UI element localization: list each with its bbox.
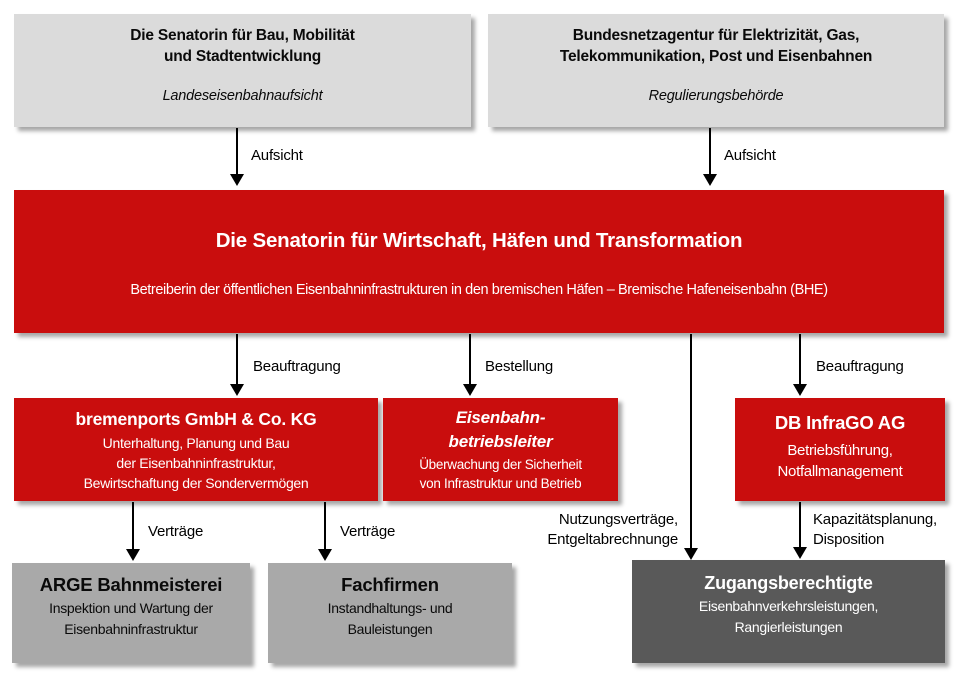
node-body: Betriebsführung, Notfallmanagement xyxy=(777,442,903,480)
node-arge-bahnmeisterei: ARGE Bahnmeisterei Inspektion und Wartun… xyxy=(12,563,250,663)
edge-label-aufsicht-right: Aufsicht xyxy=(724,147,776,164)
edge-label-beauftragung-right: Beauftragung xyxy=(816,358,904,375)
node-senatorin-bau: Die Senatorin für Bau, Mobilität und Sta… xyxy=(14,14,471,127)
node-body: Inspektion und Wartung der Eisenbahninfr… xyxy=(49,600,213,637)
edge-label-aufsicht-left: Aufsicht xyxy=(251,147,303,164)
node-title: Eisenbahn- betriebsleiter xyxy=(448,408,553,451)
node-title: Die Senatorin für Wirtschaft, Häfen und … xyxy=(215,229,743,252)
node-title: Die Senatorin für Bau, Mobilität und Sta… xyxy=(130,27,355,65)
node-body: Unterhaltung, Planung und Bau der Eisenb… xyxy=(83,435,309,491)
node-body: Überwachung der Sicherheit von Infrastru… xyxy=(419,457,582,491)
node-zugangsberechtigte: Zugangsberechtigte Eisenbahnverkehrsleis… xyxy=(632,560,945,663)
node-fachfirmen: Fachfirmen Instandhaltungs- und Bauleist… xyxy=(268,563,512,663)
node-title: bremenports GmbH & Co. KG xyxy=(75,409,317,429)
node-subtitle: Betreiberin der öffentlichen Eisenbahnin… xyxy=(130,282,828,298)
edge-label-beauftragung-left: Beauftragung xyxy=(253,358,341,375)
edge-label-kapazitaetsplanung: Kapazitätsplanung, Disposition xyxy=(813,511,937,548)
node-title: DB InfraGO AG xyxy=(774,412,906,433)
node-bremenports: bremenports GmbH & Co. KG Unterhaltung, … xyxy=(14,398,378,501)
edge-label-bestellung: Bestellung xyxy=(485,358,554,375)
node-body: Instandhaltungs- und Bauleistungen xyxy=(327,600,453,637)
node-subtitle: Regulierungsbehörde xyxy=(648,88,784,104)
node-senatorin-wirtschaft: Die Senatorin für Wirtschaft, Häfen und … xyxy=(14,190,944,333)
node-title: ARGE Bahnmeisterei xyxy=(39,574,223,595)
node-title: Bundesnetzagentur für Elektrizität, Gas,… xyxy=(559,27,873,65)
node-title: Fachfirmen xyxy=(341,574,439,595)
edge-label-nutzungsvertraege: Nutzungsverträge, Entgeltabrechnunge xyxy=(547,511,678,548)
node-title: Zugangsberechtigte xyxy=(704,573,873,593)
node-eisenbahnbetriebsleiter: Eisenbahn- betriebsleiter Überwachung de… xyxy=(383,398,618,501)
edge-label-vertraege-right: Verträge xyxy=(340,523,396,540)
edge-label-vertraege-left: Verträge xyxy=(148,523,204,540)
node-subtitle: Landeseisenbahnaufsicht xyxy=(162,88,323,104)
node-db-infrago: DB InfraGO AG Betriebsführung, Notfallma… xyxy=(735,398,945,501)
node-body: Eisenbahnverkehrsleistungen, Rangierleis… xyxy=(698,598,879,635)
node-bundesnetzagentur: Bundesnetzagentur für Elektrizität, Gas,… xyxy=(488,14,944,127)
